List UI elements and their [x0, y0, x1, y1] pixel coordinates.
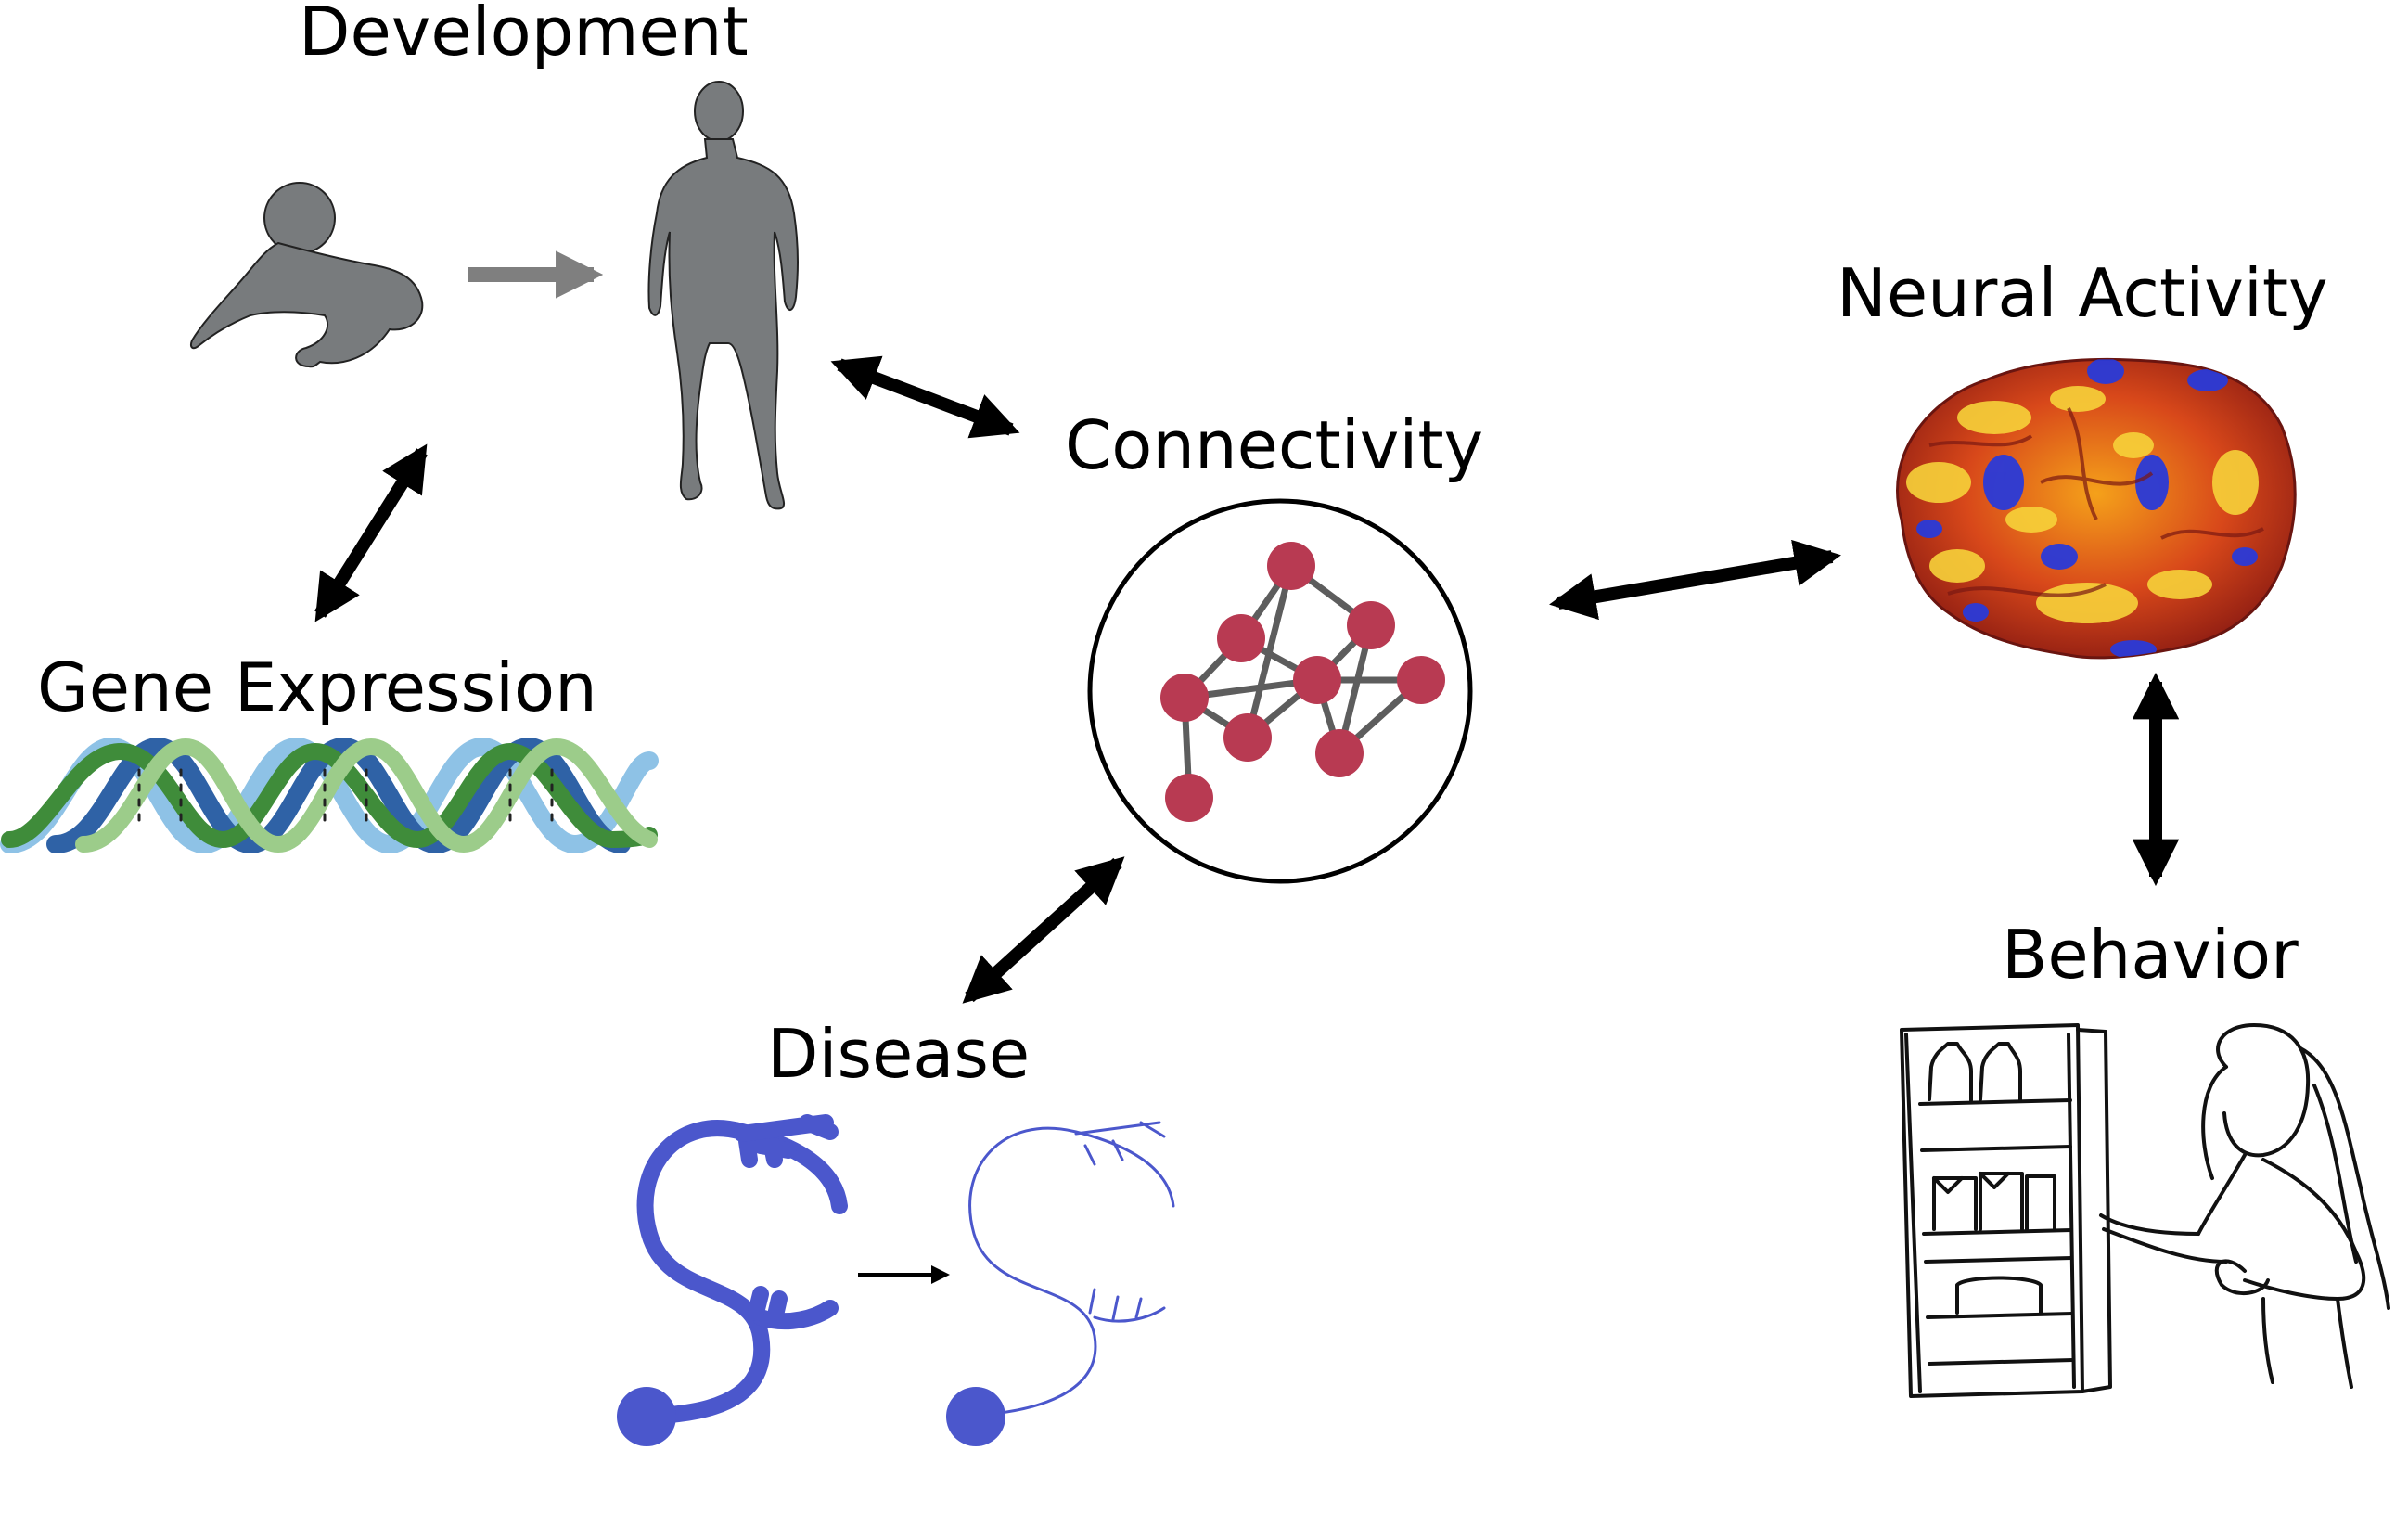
gene-expression-label: Gene Expression	[37, 648, 597, 726]
connectivity-label: Connectivity	[1065, 406, 1484, 484]
development-label: Development	[299, 0, 749, 71]
arrow-development-connectivity	[830, 355, 1020, 439]
dna-helix-icon	[0, 737, 659, 854]
arrow-development-gene	[314, 443, 428, 622]
degenerated-neuron-icon	[946, 1121, 1175, 1446]
brain-activity-icon	[1896, 357, 2297, 660]
network-nodes	[1160, 542, 1445, 822]
person-at-fridge-icon	[1900, 1023, 2390, 1398]
infant-icon	[190, 182, 424, 368]
neural-activity-label: Neural Activity	[1837, 254, 2328, 332]
behavior-label: Behavior	[2002, 916, 2299, 994]
network-circle	[1087, 498, 1473, 884]
disease-label: Disease	[767, 1015, 1031, 1093]
adult-human-icon	[647, 81, 799, 510]
arrow-connectivity-disease	[962, 856, 1125, 1004]
network-icon	[1087, 498, 1473, 884]
healthy-neuron-icon	[617, 1114, 848, 1446]
arrow-connectivity-neural	[1549, 539, 1841, 621]
relation-arrows	[314, 355, 2180, 1004]
